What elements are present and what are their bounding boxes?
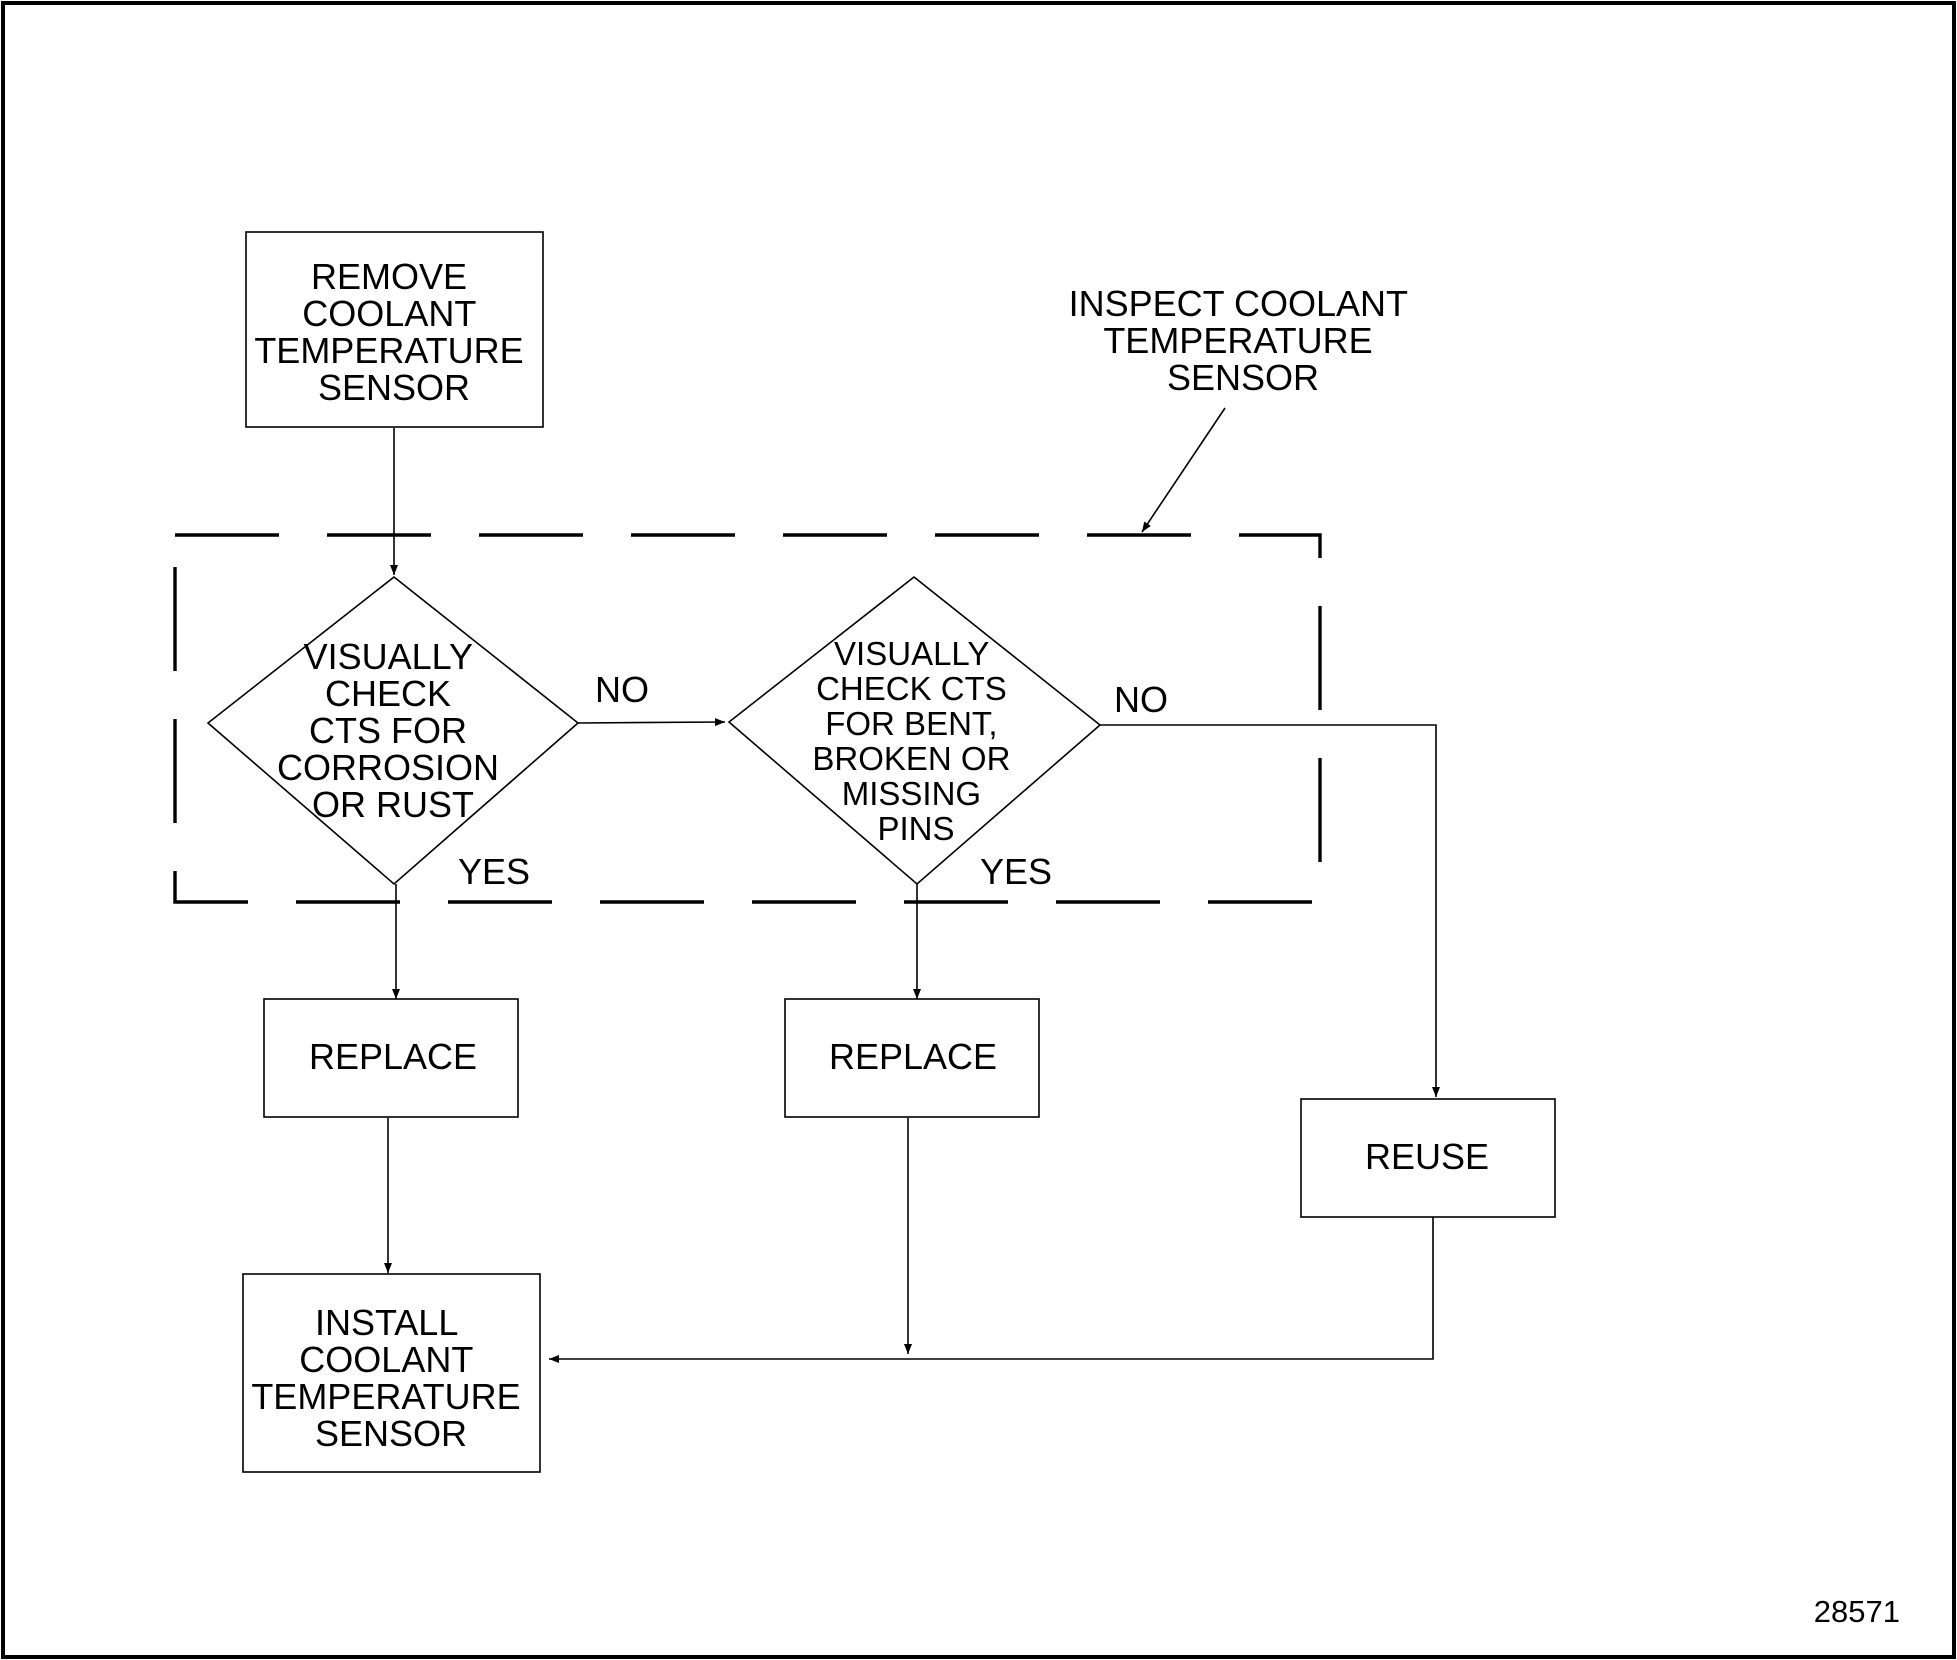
edge-label-no-1: NO [595, 669, 649, 710]
edge-check1-no-to-check2 [577, 718, 726, 727]
replace-label-1: REPLACE [309, 1036, 477, 1077]
edge-label-yes-1: YES [458, 851, 530, 892]
edge-check2-no-to-reuse [1100, 724, 1440, 1097]
edge-label-no-2: NO [1114, 679, 1168, 720]
reuse-label: REUSE [1365, 1136, 1489, 1177]
decision-corrosion-label: VISUALLY CHECK CTS FOR CORROSION OR RUST [277, 636, 509, 825]
remove-sensor-box [245, 231, 544, 428]
decision-pins-diamond [727, 575, 1102, 886]
figure-number: 28571 [1814, 1594, 1900, 1629]
decision-pins-label: VISUALLY CHECK CTS FOR BENT, BROKEN OR M… [812, 635, 1019, 847]
install-sensor-label: INSTALL COOLANT TEMPERATURE SENSOR [251, 1302, 530, 1454]
decision-corrosion-diamond [206, 575, 580, 886]
callout-leader-arrow [1141, 407, 1226, 533]
edge-reuse-to-install [549, 1217, 1434, 1363]
inspect-callout-label: INSPECT COOLANT TEMPERATURE SENSOR [1069, 283, 1418, 398]
replace-box-2 [784, 998, 1040, 1118]
remove-sensor-label: REMOVE COOLANT TEMPERATURE SENSOR [254, 256, 533, 408]
reuse-box [1300, 1098, 1556, 1218]
replace-box-1 [263, 998, 519, 1118]
install-sensor-box [242, 1273, 541, 1473]
edge-label-yes-2: YES [980, 851, 1052, 892]
replace-label-2: REPLACE [829, 1036, 997, 1077]
